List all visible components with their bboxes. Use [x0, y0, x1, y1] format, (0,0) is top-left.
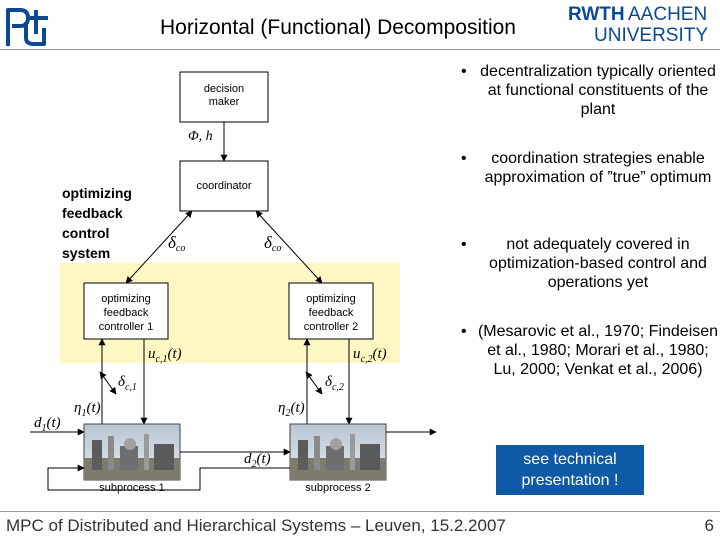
delta-c1-label: δc,1 — [118, 374, 137, 393]
delta-c2-label: δc,2 — [325, 374, 344, 393]
d1-label: d1(t) — [34, 415, 61, 434]
delta-co-left: δco — [168, 233, 185, 254]
header-rule — [0, 49, 720, 50]
see-technical-presentation-button[interactable]: see technical presentation ! — [496, 445, 644, 495]
subprocess1-image — [83, 423, 181, 481]
eta2-label: η2(t) — [278, 400, 305, 419]
coord-ctrl2-link — [255, 210, 323, 284]
bullet-text: decentralization typically oriented at f… — [480, 63, 716, 118]
subprocess2-label: subprocess 2 — [305, 482, 370, 494]
logo-university: UNIVERSITY — [594, 25, 708, 44]
bullet-text: (Mesarovic et al., 1970; Findeisen et al… — [477, 323, 719, 378]
institute-logo — [6, 8, 48, 46]
controller1-box — [83, 282, 169, 340]
bullet-item: •coordination strategies enable approxim… — [461, 149, 719, 187]
coordinator-box — [179, 160, 269, 212]
eta1-label: η1(t) — [74, 400, 101, 419]
logo-aachen: AACHEN — [628, 4, 707, 25]
bullet-text: not adequately covered in optimization-b… — [489, 236, 707, 291]
page-number: 6 — [704, 516, 714, 535]
university-logo: RWTH AACHEN UNIVERSITY — [568, 4, 708, 44]
bullet-text: coordination strategies enable approxima… — [484, 150, 712, 186]
d2-label: d2(t) — [244, 451, 271, 470]
bullet-item: •decentralization typically oriented at … — [461, 62, 719, 119]
slide-title: Horizontal (Functional) Decomposition — [160, 16, 516, 39]
uc2-label: uc,2(t) — [353, 346, 387, 365]
footer-rule — [0, 511, 720, 512]
bullet-item: •(Mesarovic et al., 1970; Findeisen et a… — [461, 323, 719, 378]
logo-rwth: RWTH — [568, 4, 625, 25]
coordinator-label: coordinator — [196, 180, 251, 192]
subprocess2-image — [289, 423, 387, 481]
decision-maker-box — [179, 71, 269, 123]
phi-h-label: Φ, h — [188, 129, 213, 144]
footer-text: MPC of Distributed and Hierarchical Syst… — [6, 516, 506, 535]
subprocess1-label: subprocess 1 — [99, 482, 164, 494]
bullet-item: •not adequately covered in optimization-… — [461, 235, 719, 292]
coord-ctrl1-link — [125, 210, 193, 284]
controller2-box — [288, 282, 374, 340]
